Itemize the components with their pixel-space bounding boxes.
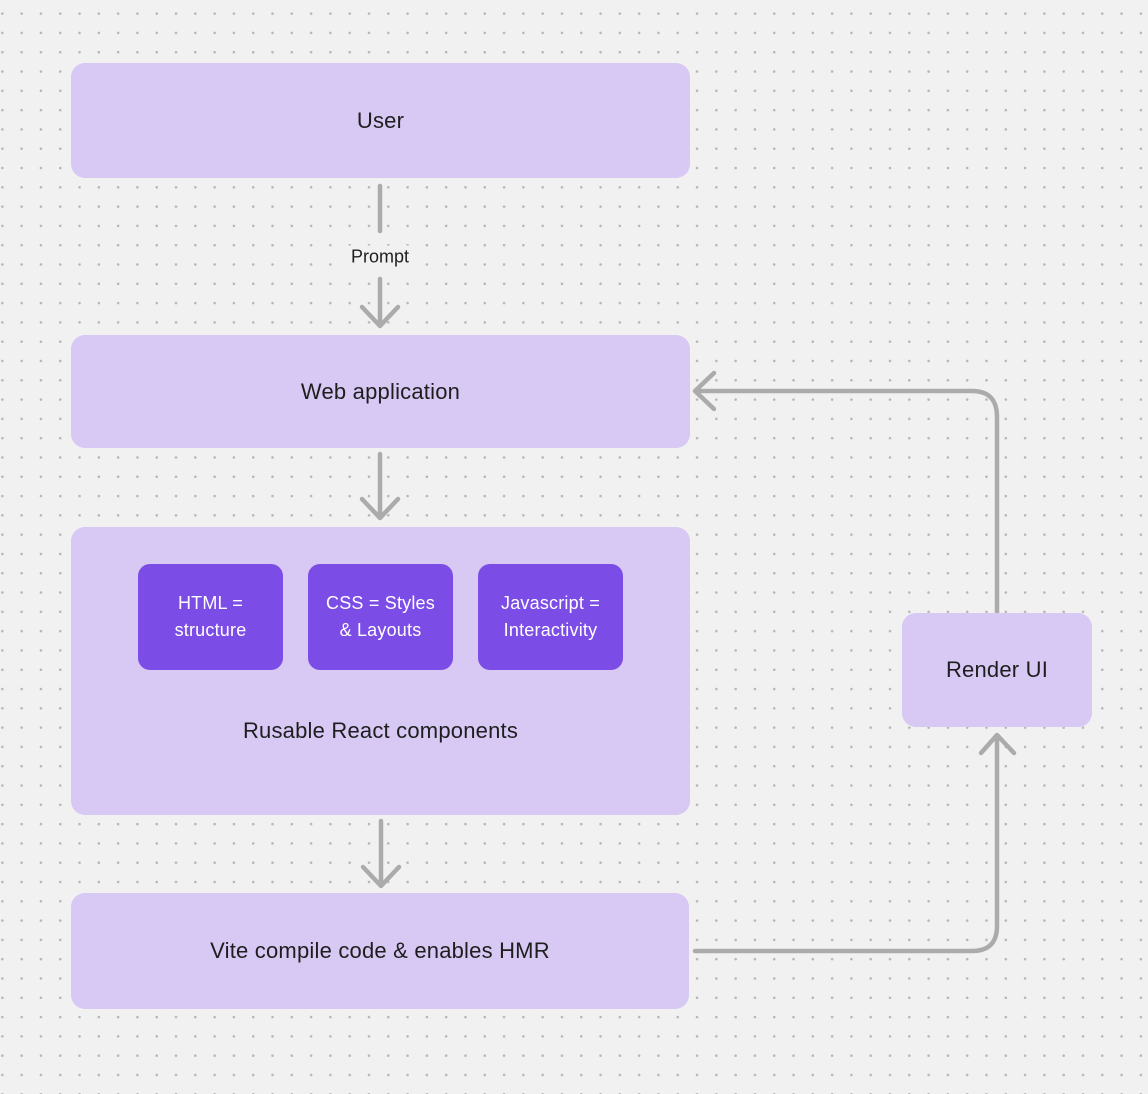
- node-html[interactable]: HTML = structure: [138, 564, 283, 670]
- node-vite-label: Vite compile code & enables HMR: [210, 938, 550, 963]
- node-web-application-label: Web application: [300, 378, 461, 404]
- node-css-label: CSS = Styles & Layouts: [326, 593, 435, 640]
- node-web-application[interactable]: Web application: [71, 335, 690, 448]
- edge-label-prompt: Prompt: [345, 245, 415, 269]
- edge-user-to-webapp[interactable]: [359, 183, 401, 329]
- edge-renderui-to-webapp[interactable]: [692, 370, 1000, 616]
- node-html-label: HTML = structure: [174, 593, 247, 640]
- components-group-label: Rusable React components: [242, 718, 519, 743]
- node-user[interactable]: User: [71, 63, 690, 178]
- node-javascript-label: Javascript = Interactivity: [501, 593, 600, 640]
- node-vite[interactable]: Vite compile code & enables HMR: [71, 893, 689, 1009]
- node-css[interactable]: CSS = Styles & Layouts: [308, 564, 453, 670]
- node-javascript[interactable]: Javascript = Interactivity: [478, 564, 623, 670]
- edge-vite-to-renderui[interactable]: [692, 732, 1017, 954]
- edge-webapp-to-components[interactable]: [359, 451, 401, 521]
- node-render-ui-label: Render UI: [945, 657, 1049, 682]
- edge-components-to-vite[interactable]: [360, 818, 402, 889]
- node-user-label: User: [356, 107, 405, 133]
- node-render-ui[interactable]: Render UI: [902, 613, 1092, 727]
